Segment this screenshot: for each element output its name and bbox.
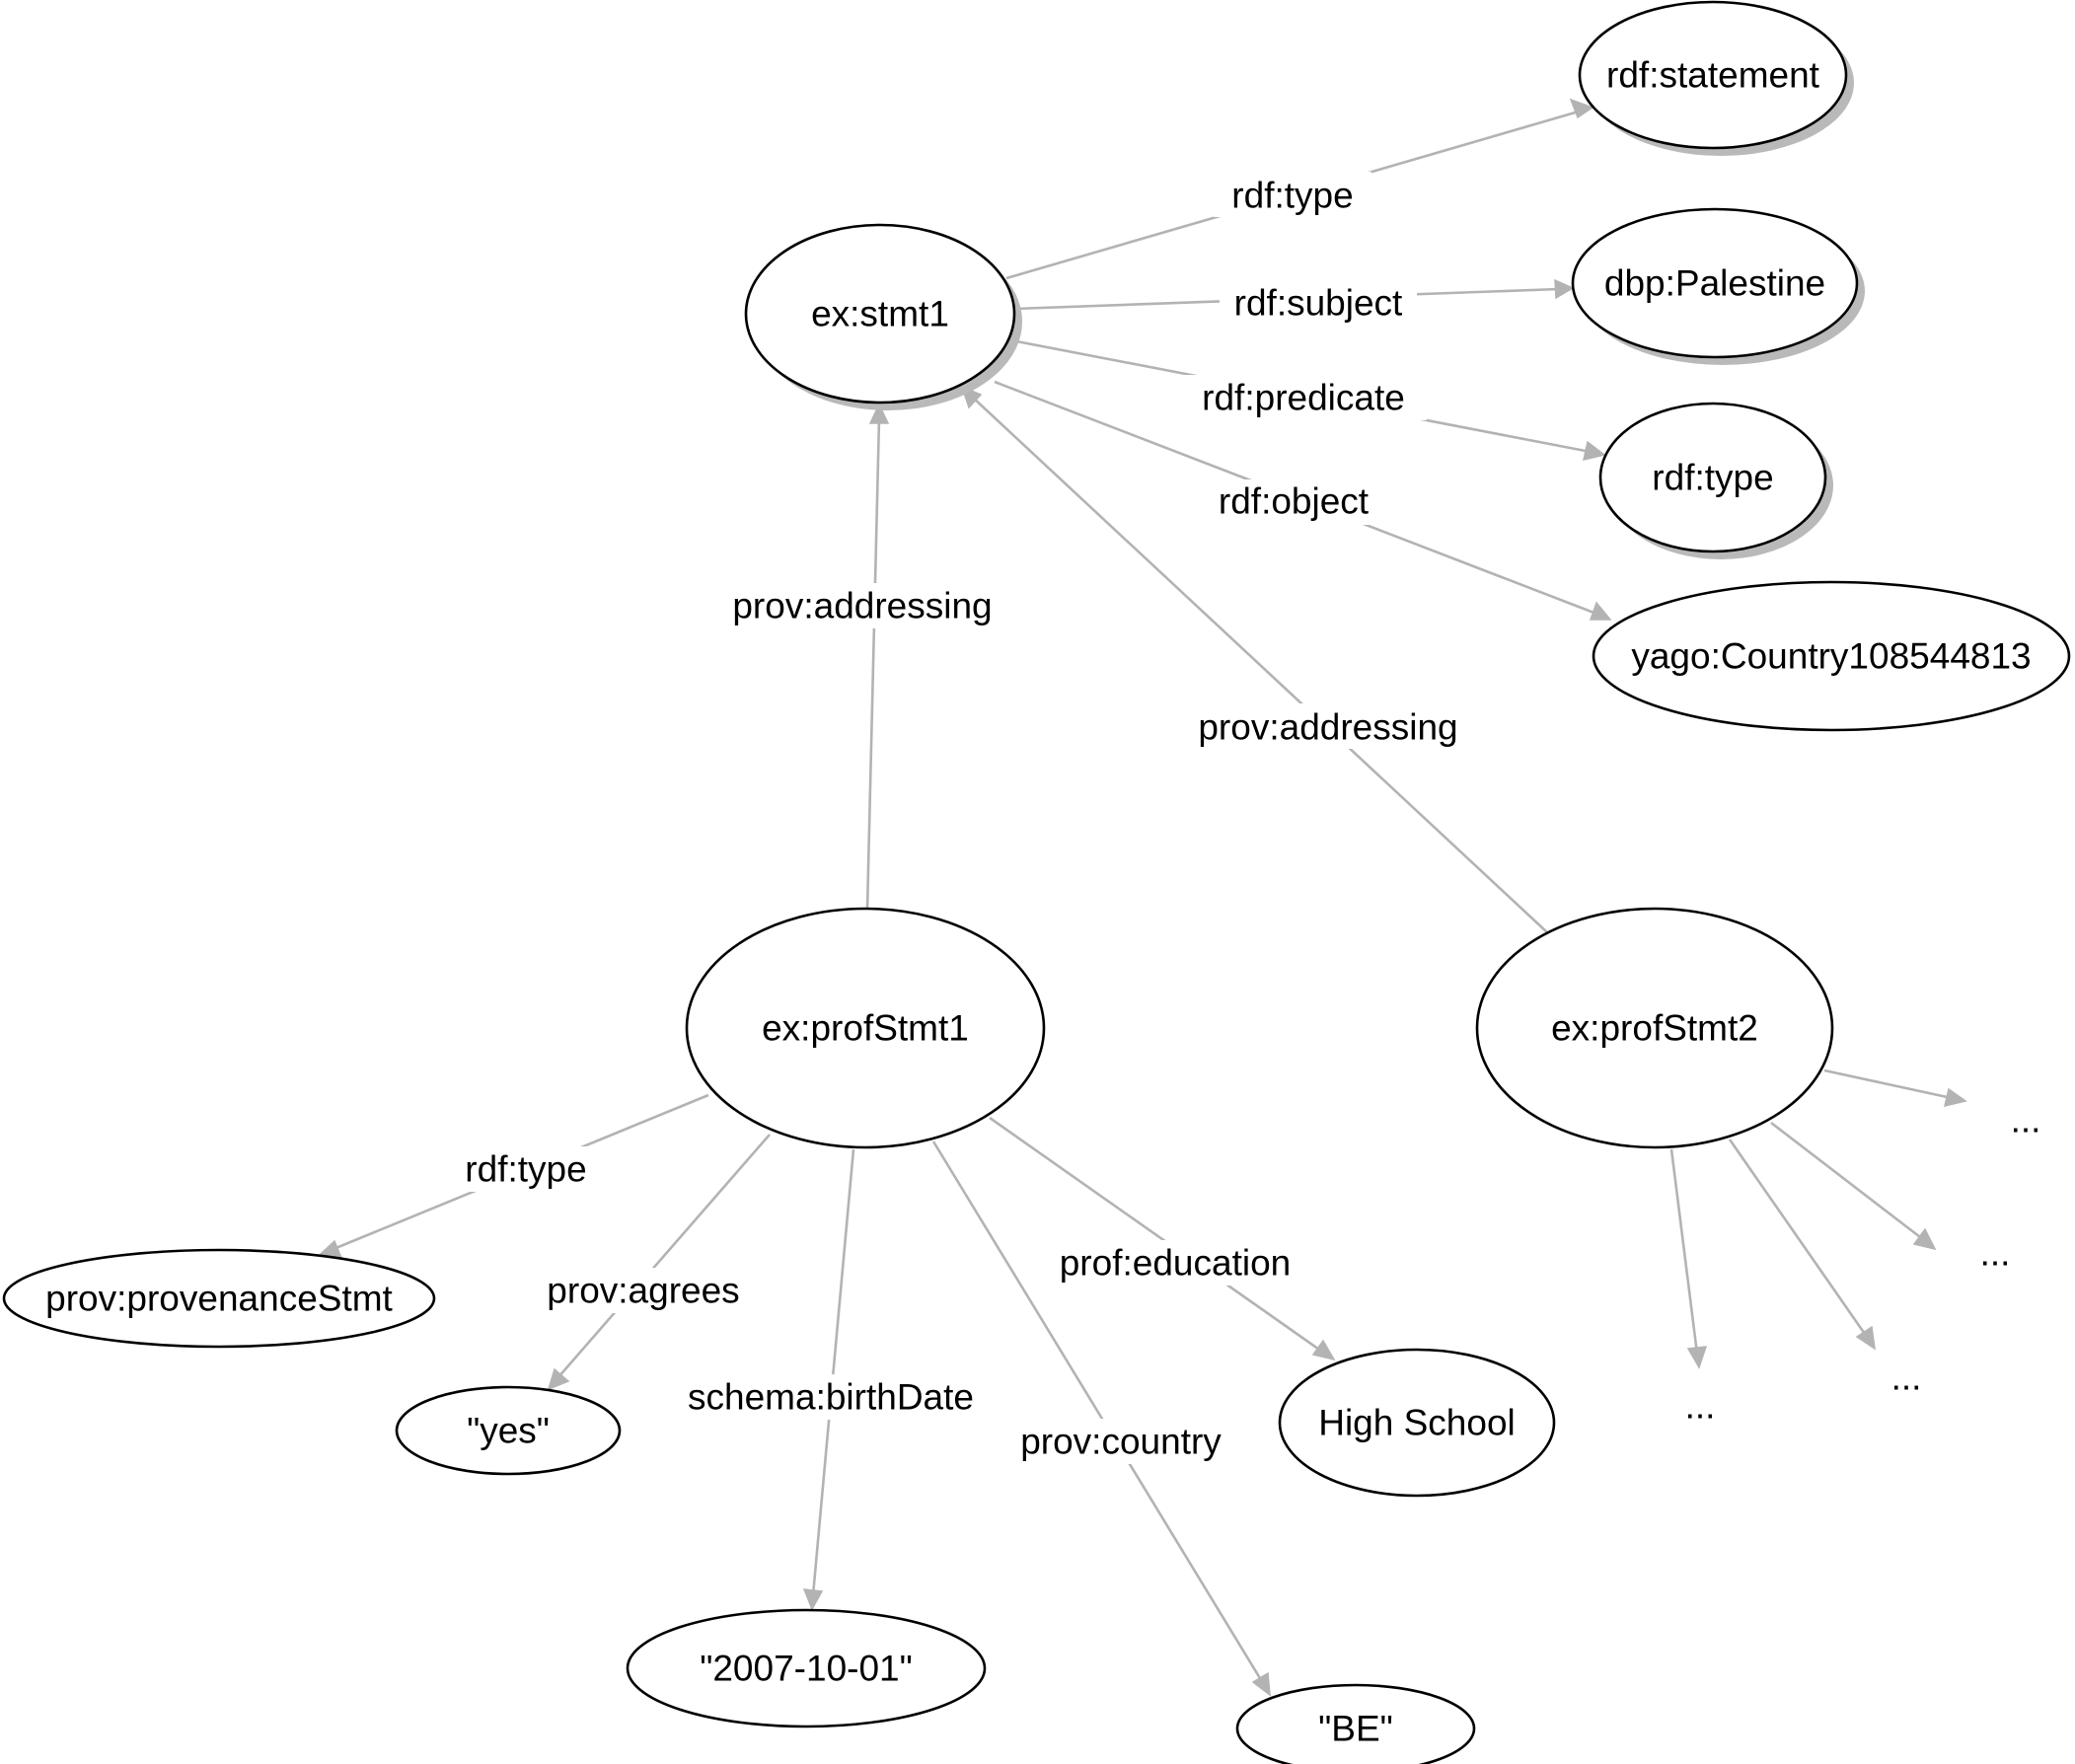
node-birth-date-literal-label: "2007-10-01" xyxy=(700,1649,913,1689)
edge-label-prof2-addressing: prov:addressing xyxy=(1198,707,1457,748)
edge-label-prof1-education: prof:education xyxy=(1060,1243,1292,1284)
edge-prof2-addressing-line xyxy=(971,396,1548,933)
node-yes-literal-label: "yes" xyxy=(467,1411,550,1451)
edge-labels: rdf:type rdf:subject rdf:predicate rdf:o… xyxy=(450,172,1476,1464)
edge-prof2-out-3-arrowhead xyxy=(1855,1325,1876,1351)
edge-label-prof1-birthdate: schema:birthDate xyxy=(688,1377,974,1418)
node-yago-country-label: yago:Country108544813 xyxy=(1631,636,2031,677)
node-prof-stmt2-label: ex:profStmt2 xyxy=(1551,1008,1758,1049)
edge-prof2-out-4-line xyxy=(1669,1148,1699,1355)
edge-prof1-birthdate-line xyxy=(811,1148,855,1596)
edge-stmt1-object-arrowhead xyxy=(1589,601,1612,621)
edge-stmt1-type-arrowhead xyxy=(1569,98,1594,119)
ellipsis-target-3: ... xyxy=(1891,1358,1922,1398)
node-dbp-palestine[interactable]: dbp:Palestine xyxy=(1571,207,1865,365)
edge-prof1-agrees-arrowhead xyxy=(547,1367,570,1391)
edge-label-stmt1-object: rdf:object xyxy=(1219,481,1370,522)
edge-prof1-country-line xyxy=(931,1140,1265,1684)
edges xyxy=(319,98,1967,1697)
edge-prof1-addressing-arrowhead xyxy=(868,403,890,424)
edge-prof1-agrees-line xyxy=(556,1134,771,1379)
edge-prof1-birthdate-arrowhead xyxy=(802,1588,824,1611)
node-high-school-label: High School xyxy=(1318,1403,1516,1443)
edge-label-prof1-agrees: prov:agrees xyxy=(547,1271,739,1311)
edge-prof2-out-4-arrowhead xyxy=(1686,1346,1708,1369)
edge-label-stmt1-type: rdf:type xyxy=(1231,176,1353,216)
node-rdf-type-label: rdf:type xyxy=(1652,458,1773,498)
edge-label-prof1-type: rdf:type xyxy=(465,1149,586,1190)
edge-label-prof1-country: prov:country xyxy=(1020,1422,1222,1462)
node-birth-date-literal[interactable]: "2007-10-01" xyxy=(626,1608,987,1728)
edge-prof1-country-arrowhead xyxy=(1251,1671,1271,1697)
ellipsis-target-1: ... xyxy=(2011,1100,2041,1140)
node-prof-stmt1-label: ex:profStmt1 xyxy=(762,1008,969,1049)
edge-label-stmt1-subject: rdf:subject xyxy=(1234,283,1403,324)
node-be-literal[interactable]: "BE" xyxy=(1235,1683,1476,1764)
node-high-school[interactable]: High School xyxy=(1278,1348,1556,1498)
edge-stmt1-predicate-arrowhead xyxy=(1583,440,1606,462)
edge-label-stmt1-predicate: rdf:predicate xyxy=(1202,378,1405,418)
edge-prof2-out-2-arrowhead xyxy=(1912,1227,1937,1251)
edge-prof1-education-arrowhead xyxy=(1311,1339,1336,1361)
edge-prof2-out-1-arrowhead xyxy=(1943,1087,1967,1108)
edge-prof2-out-1-line xyxy=(1823,1068,1953,1100)
node-rdf-statement-label: rdf:statement xyxy=(1606,55,1820,96)
node-provenance-stmt-label: prov:provenanceStmt xyxy=(45,1279,393,1319)
edge-prof1-addressing-line xyxy=(865,417,881,911)
node-stmt1[interactable]: ex:stmt1 xyxy=(744,223,1022,410)
node-dbp-palestine-label: dbp:Palestine xyxy=(1604,263,1825,304)
node-yago-country[interactable]: yago:Country108544813 xyxy=(1592,580,2071,732)
node-prof-stmt1[interactable]: ex:profStmt1 xyxy=(685,907,1046,1149)
node-provenance-stmt[interactable]: prov:provenanceStmt xyxy=(2,1248,436,1349)
edge-stmt1-subject-arrowhead xyxy=(1554,278,1575,300)
node-rdf-type[interactable]: rdf:type xyxy=(1598,402,1833,559)
node-stmt1-label: ex:stmt1 xyxy=(811,294,949,334)
node-prof-stmt2[interactable]: ex:profStmt2 xyxy=(1475,907,1834,1149)
node-be-literal-label: "BE" xyxy=(1318,1709,1393,1749)
edge-prof2-out-3-line xyxy=(1728,1139,1869,1338)
ellipsis-target-2: ... xyxy=(1980,1233,2011,1274)
ellipsis-targets: ... ... ... ... xyxy=(1685,1100,2041,1427)
edge-prof1-education-line xyxy=(989,1116,1323,1354)
ellipsis-target-4: ... xyxy=(1685,1386,1716,1427)
node-rdf-statement[interactable]: rdf:statement xyxy=(1578,0,1854,156)
edge-label-prof1-addressing: prov:addressing xyxy=(732,586,992,626)
edge-prof2-out-2-line xyxy=(1770,1121,1925,1242)
node-yes-literal[interactable]: "yes" xyxy=(395,1385,622,1476)
